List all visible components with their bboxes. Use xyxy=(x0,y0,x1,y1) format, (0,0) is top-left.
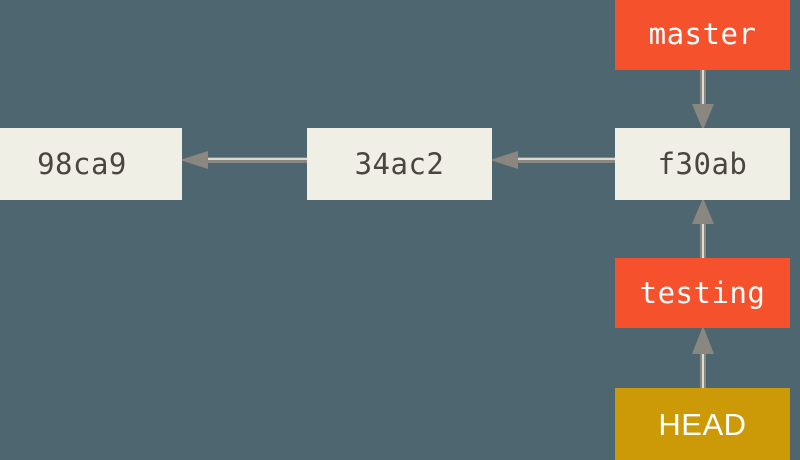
branch-label-master-text: master xyxy=(648,17,757,51)
arrow-34ac2-to-98ca9 xyxy=(180,151,310,169)
commit-node-98ca9-text: 98ca9 xyxy=(37,147,127,181)
arrow-testing-to-f30ab xyxy=(692,198,714,260)
commit-node-f30ab[interactable]: f30ab xyxy=(615,128,790,200)
branch-label-master[interactable]: master xyxy=(615,0,790,70)
commit-node-f30ab-text: f30ab xyxy=(657,147,748,181)
arrow-head-to-testing xyxy=(692,326,714,390)
commit-node-34ac2-text: 34ac2 xyxy=(354,147,445,181)
commit-node-98ca9[interactable]: 98ca9 xyxy=(0,128,182,200)
branch-label-testing[interactable]: testing xyxy=(615,258,790,328)
head-pointer[interactable]: HEAD xyxy=(615,388,790,460)
commit-node-34ac2[interactable]: 34ac2 xyxy=(307,128,492,200)
head-pointer-text: HEAD xyxy=(658,407,747,442)
arrow-master-to-f30ab xyxy=(692,68,714,130)
arrow-f30ab-to-34ac2 xyxy=(490,151,620,169)
branch-label-testing-text: testing xyxy=(639,276,766,310)
